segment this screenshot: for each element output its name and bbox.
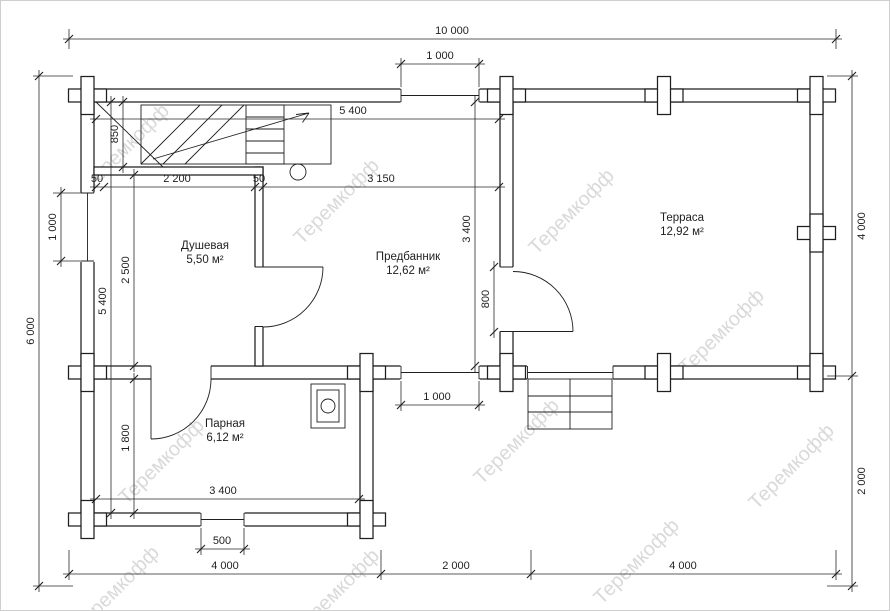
dim-left-window: 1 000	[47, 213, 59, 241]
dimension-labels-vertical: 6 000 1 000 4 000 2 000 850 3 400 5 400 …	[25, 125, 868, 495]
dim-terrace-door: 800	[480, 290, 492, 308]
dimension-ticks	[34, 34, 857, 591]
room-terrace-name: Терраса	[660, 212, 705, 224]
entry-steps	[527, 378, 613, 430]
dim-shower-height: 2 500	[120, 256, 132, 284]
ladder-rungs	[246, 116, 284, 154]
window-anteroom	[400, 366, 480, 379]
door-anteroom-terrace	[512, 271, 574, 332]
dim-top-window: 1 000	[426, 50, 454, 62]
log-joints	[67, 75, 837, 540]
room-steam-name: Парная	[205, 418, 245, 430]
dim-left-inner-height: 5 400	[97, 287, 109, 315]
dim-anteroom-window: 1 000	[423, 391, 451, 403]
dim-right-upper: 4 000	[856, 212, 868, 240]
dim-wall-left: 50	[91, 173, 103, 185]
dimension-labels: 10 000 1 000 4 000 2 000 4 000 500 5 400…	[91, 25, 697, 572]
dim-bottom-left: 4 000	[211, 560, 239, 572]
room-anteroom-name: Предбанник	[376, 251, 441, 263]
window-steam-room	[200, 513, 245, 526]
dim-anteroom-width: 3 150	[367, 173, 395, 185]
dim-shower-width: 2 200	[163, 173, 191, 185]
dim-wall-right: 50	[253, 173, 265, 185]
door-shower-steam	[150, 378, 212, 440]
window-top	[400, 89, 480, 102]
door-arcs	[150, 266, 574, 440]
room-anteroom-area: 12,62 м²	[386, 265, 430, 277]
dim-bottom-right: 4 000	[669, 560, 697, 572]
dim-loft-depth: 850	[109, 125, 121, 143]
direction-arrow	[152, 112, 310, 160]
door-opening-steam	[150, 366, 212, 379]
room-terrace-area: 12,92 м²	[660, 226, 704, 238]
door-opening-terrace	[500, 266, 513, 332]
door-opening-shower	[255, 266, 263, 327]
dim-anteroom-height: 3 400	[461, 215, 473, 243]
terrace-entry-opening	[527, 366, 614, 379]
ladder	[245, 104, 285, 165]
loft-bench	[95, 101, 332, 181]
room-shower-area: 5,50 м²	[186, 254, 223, 266]
door-shower-anteroom	[262, 266, 324, 328]
window-left	[81, 192, 94, 262]
dim-bottom-center: 2 000	[442, 560, 470, 572]
dimension-lines	[38, 38, 853, 592]
dim-top-total: 10 000	[435, 25, 469, 37]
chimney-circle	[289, 163, 307, 181]
room-labels: Душевая 5,50 м² Предбанник 12,62 м² Терр…	[181, 212, 705, 444]
stove	[310, 383, 346, 429]
dim-steam-height: 1 800	[120, 424, 132, 452]
room-steam-area: 6,12 м²	[206, 432, 243, 444]
dim-right-lower: 2 000	[856, 467, 868, 495]
room-shower-name: Душевая	[181, 240, 229, 252]
dim-main-inner-width: 5 400	[339, 105, 367, 117]
dim-left-total: 6 000	[25, 317, 37, 345]
wall-openings	[80, 88, 614, 527]
bench-hatching	[140, 104, 245, 165]
dim-steam-window: 500	[213, 535, 231, 547]
dim-steam-width: 3 400	[209, 485, 237, 497]
